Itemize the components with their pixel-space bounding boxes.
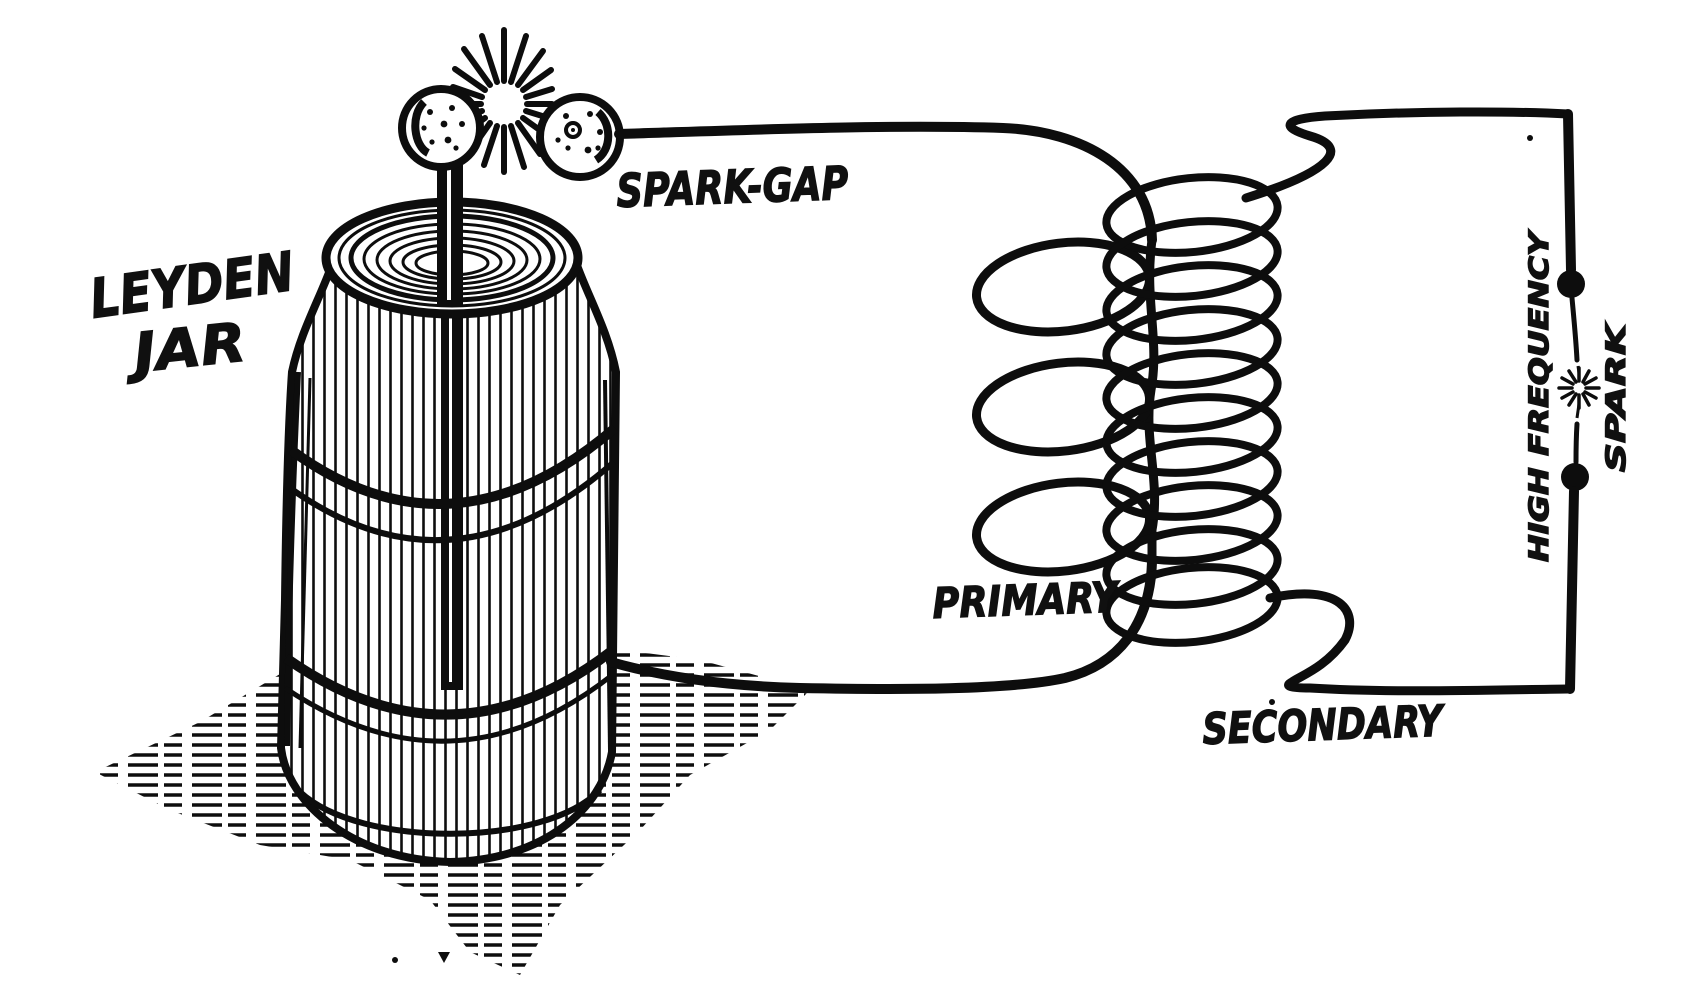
jar-rod-inner-highlight (449, 302, 452, 682)
ball-stipple (555, 111, 603, 154)
secondary-turn (1102, 525, 1282, 609)
ball-shading (593, 108, 613, 164)
jar-edge-shading-left-2 (298, 377, 312, 749)
ball-dot (571, 128, 575, 132)
hf-terminal-ball-bottom (1561, 463, 1589, 491)
secondary-turn (1102, 261, 1282, 345)
secondary-turn (1102, 305, 1282, 389)
hf-point-upper (1569, 295, 1580, 363)
engraving-speck (392, 957, 398, 963)
label-high-frequency: HIGH FREQUENCY (1524, 229, 1555, 562)
jar-foil-band-upper-2 (288, 459, 616, 544)
jar-foil-band-lower (283, 646, 617, 720)
jar-bottom-rim (297, 787, 603, 837)
jar-foil-band-upper (288, 424, 619, 509)
wire-primary-to-jar (606, 557, 1157, 694)
secondary-coil (1102, 173, 1282, 647)
wire-spark-gap-to-primary (614, 121, 1157, 245)
jar-foil-band-lower-2 (283, 674, 613, 744)
label-spark: SPARK (1601, 321, 1632, 472)
spark-gap (398, 85, 624, 181)
secondary-turn (1102, 437, 1282, 521)
wire-secondary-bottom (1265, 589, 1573, 696)
engraving-speck (438, 952, 450, 963)
wire-secondary-top (1241, 107, 1573, 203)
primary-turn (971, 477, 1155, 577)
label-leyden-jar-line1: LEYDEN (86, 240, 298, 331)
ball-stipple (421, 105, 465, 151)
secondary-turn (1102, 217, 1282, 301)
secondary-turn (1102, 393, 1282, 477)
leyden-jar (276, 158, 621, 867)
primary-turn (971, 357, 1155, 457)
engraving-speck (1269, 699, 1275, 705)
engraving-speck (1527, 135, 1533, 141)
secondary-turn (1102, 173, 1282, 257)
label-secondary: SECONDARY (1202, 697, 1447, 755)
label-leyden-jar-line2: JAR (121, 311, 249, 386)
label-spark-gap: SPARK-GAP (615, 156, 849, 218)
hf-spark-burst-icon (1557, 366, 1601, 410)
hf-wire-upper (1563, 109, 1576, 275)
jar-rod-highlight (447, 160, 451, 300)
label-primary: PRIMARY (932, 572, 1122, 628)
hf-point-lower-tip (1575, 403, 1581, 419)
hf-wire-lower (1565, 486, 1579, 694)
ball-ring (564, 121, 582, 139)
hf-point-lower (1573, 421, 1580, 465)
hf-terminal-ball-top (1557, 270, 1585, 298)
high-frequency-gap (1269, 109, 1601, 705)
ball-shading (411, 99, 431, 157)
secondary-turn (1102, 349, 1282, 433)
secondary-turn (1102, 481, 1282, 565)
jar-edge-shading-left (284, 371, 301, 747)
